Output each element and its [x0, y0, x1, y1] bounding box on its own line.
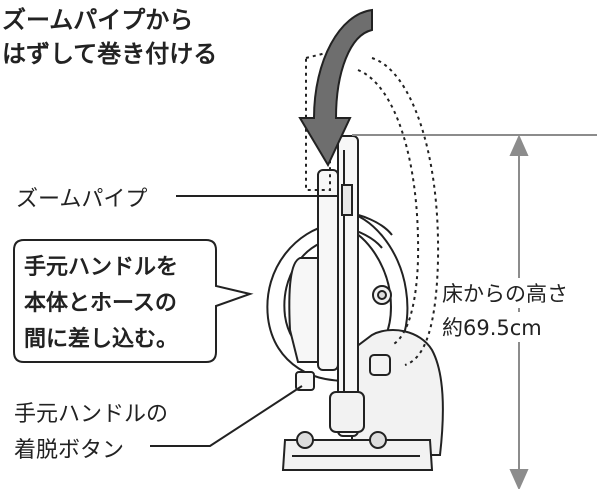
release-button-leader [150, 385, 303, 447]
callout-line-1: 手元ハンドルを [24, 255, 179, 280]
release-button-label-line-2: 着脱ボタン [14, 438, 125, 463]
height-note-line-2: 約69.5cm [442, 312, 542, 342]
height-note-line-1: 床からの高さ [442, 278, 568, 308]
handle-shape [288, 169, 339, 391]
callout-line-2: 本体とホースの [24, 291, 177, 316]
release-button-label-line-1: 手元ハンドルの [14, 402, 169, 427]
instruction-line-2: はずして巻き付ける [2, 40, 218, 68]
instruction-line-1: ズームパイプから [2, 6, 194, 34]
wrap-arrow [298, 8, 373, 168]
previous-position-ghost [305, 50, 440, 366]
vacuum-body [351, 285, 444, 456]
callout-line-3: 間に差し込む。 [24, 327, 179, 352]
callout-bubble [13, 239, 254, 363]
zoom-pipe-label: ズームパイプ [16, 187, 148, 212]
floor-nozzle [281, 391, 434, 471]
